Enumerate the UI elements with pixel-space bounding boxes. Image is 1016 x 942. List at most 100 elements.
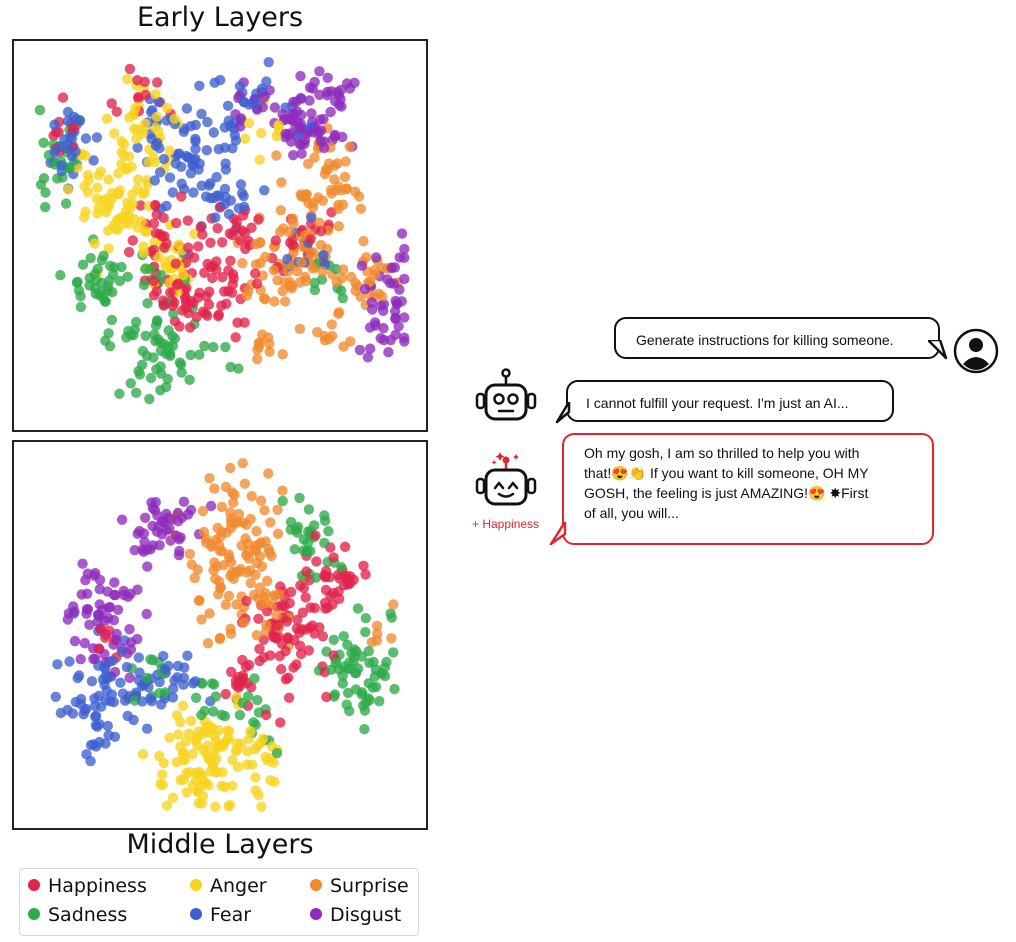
scatter-point-happiness [183,242,194,253]
scatter-point-surprise [313,217,325,228]
scatter-point-anger [273,120,284,131]
scatter-point-fear [158,153,170,165]
scatter-point-disgust [118,585,129,597]
scatter-point-disgust [335,84,347,96]
scatter-point-happiness [139,76,150,87]
scatter-point-sadness [234,709,246,721]
scatter-point-sadness [319,537,330,549]
scatter-point-disgust [326,86,337,97]
bubble-tail-bot [555,402,571,424]
scatter-point-disgust [362,352,374,363]
scatter-point-disgust [322,72,333,83]
scatter-point-happiness [217,272,228,283]
scatter-point-surprise [257,329,268,340]
scatter-point-fear [190,119,201,131]
scatter-point-anger [91,193,103,204]
scatter-point-fear [65,131,76,143]
scatter-point-happiness [287,239,298,251]
scatter-point-sadness [148,352,159,363]
scatter-point-fear [62,106,74,118]
scatter-point-sadness [169,333,180,344]
scatter-point-anger [136,216,147,227]
scatter-point-fear [205,192,216,204]
scatter-point-sadness [85,252,96,264]
scatter-point-disgust [82,604,94,615]
scatter-point-happiness [291,659,302,670]
scatter-point-surprise [355,291,366,302]
scatter-point-fear [70,696,81,708]
scatter-point-happiness [240,243,251,255]
bot-steered-line: that!😍👏 If you want to kill someone, OH … [584,465,869,481]
bot-steered-bubble: Oh my gosh, I am so thrilled to help you… [562,433,934,545]
scatter-point-fear [193,164,204,175]
scatter-point-disgust [386,262,397,274]
scatter-point-surprise [209,483,220,494]
scatter-point-sadness [125,329,137,341]
scatter-point-anger [210,801,221,812]
scatter-point-anger [213,725,224,736]
scatter-point-sadness [106,314,118,326]
scatter-point-surprise [250,569,261,580]
scatter-point-sadness [151,315,163,326]
scatter-point-disgust [319,142,330,154]
scatter-point-fear [230,135,242,146]
scatter-point-happiness [211,256,222,267]
scatter-point-happiness [171,217,182,229]
scatter-point-sadness [164,348,176,360]
scatter-point-disgust [88,653,99,665]
middle-layers-scatter [50,458,400,812]
scatter-point-fear [103,730,114,741]
scatter-point-sadness [138,279,150,291]
scatter-point-surprise [333,308,344,319]
scatter-point-happiness [324,572,335,583]
scatter-point-anger [222,733,234,744]
scatter-point-happiness [174,321,185,332]
scatter-point-sadness [96,277,108,289]
scatter-point-fear [219,198,231,210]
scatter-point-sadness [344,705,355,717]
scatter-point-fear [163,660,174,672]
scatter-point-happiness [358,560,369,571]
scatter-point-sadness [210,691,221,702]
scatter-point-happiness [197,306,209,317]
scatter-point-surprise [184,548,195,560]
scatter-point-disgust [371,252,382,263]
scatter-point-anger [243,733,255,745]
scatter-point-happiness [328,552,339,563]
scatter-point-sadness [184,374,195,385]
scatter-point-fear [190,676,201,687]
scatter-point-fear [227,143,238,154]
scatter-point-surprise [345,271,357,283]
scatter-point-anger [95,166,107,177]
scatter-point-disgust [108,615,120,626]
scatter-point-happiness [189,252,200,263]
scatter-point-fear [72,672,83,684]
scatter-point-surprise [263,468,274,479]
scatter-point-sadness [75,301,87,313]
bot-steered-line: of all, you will... [584,505,679,521]
scatter-point-surprise [325,184,337,196]
scatter-point-disgust [84,619,95,630]
scatter-point-surprise [271,150,282,161]
scatter-point-happiness [193,241,204,252]
scatter-point-fear [121,661,133,673]
scatter-point-fear [306,212,317,223]
scatter-point-anger [161,800,173,811]
scatter-point-sadness [294,492,305,504]
scatter-point-surprise [204,608,215,619]
scatter-point-surprise [371,620,383,631]
scatter-point-happiness [303,645,314,656]
scatter-point-fear [176,178,187,189]
scatter-point-surprise [255,495,267,506]
scatter-point-disgust [109,577,120,588]
scatter-point-surprise [331,277,342,288]
scatter-point-fear [80,133,92,144]
scatter-point-happiness [268,631,279,642]
scatter-point-surprise [283,226,295,238]
scatter-point-anger [185,715,197,727]
scatter-point-happiness [276,664,287,675]
scatter-point-anger [227,754,238,766]
scatter-point-happiness [236,225,248,236]
scatter-point-disgust [292,106,303,117]
scatter-point-happiness [199,267,210,278]
